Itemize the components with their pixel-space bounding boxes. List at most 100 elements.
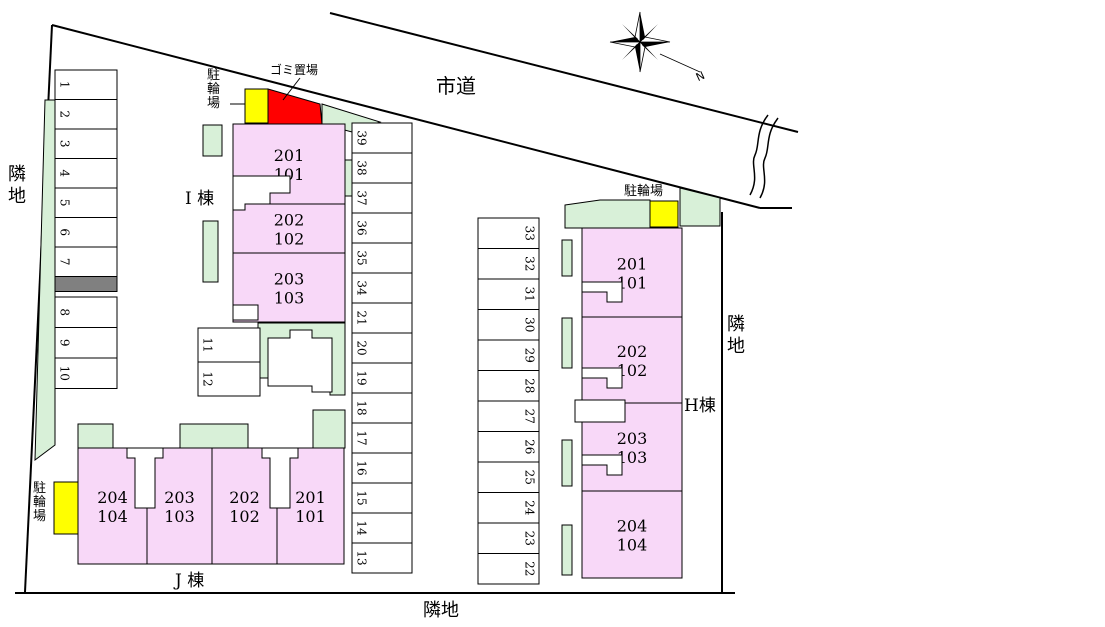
- parking-slot-number: 27: [523, 409, 537, 424]
- unit-upper-label: 201: [274, 146, 305, 165]
- parking-slot-number: 13: [355, 550, 369, 565]
- bike-parking-areas: [53, 88, 679, 535]
- parking-slot-number: 6: [58, 228, 72, 236]
- parking-slot: 39: [351, 122, 413, 154]
- unit-lower-label: 102: [274, 230, 305, 249]
- unit-upper-label: 203: [617, 429, 648, 448]
- parking-slot: 31: [477, 278, 540, 310]
- unit-upper-label: 204: [97, 488, 128, 507]
- parking-slot-number: 3: [58, 140, 72, 148]
- parking-slot-number: 38: [355, 160, 369, 175]
- parking-slot: 16: [351, 452, 413, 484]
- bike-label-j: 駐輪場: [33, 481, 46, 524]
- parking-slot-number: 17: [355, 430, 369, 445]
- unit-upper-label: 204: [617, 517, 648, 536]
- parking-slot-number: 35: [355, 250, 369, 265]
- unit-lower-label: 103: [617, 448, 648, 467]
- parking-slot: 4: [54, 158, 118, 189]
- parking-slot: 14: [351, 512, 413, 544]
- unit-lower-label: 102: [229, 507, 260, 526]
- parking-slot: 10: [54, 357, 118, 389]
- parking-slot-number: 5: [58, 199, 72, 207]
- parking-slot: 15: [351, 482, 413, 514]
- parking-slot-number: 28: [523, 378, 537, 393]
- neighbor-label-left: 隣地: [8, 164, 26, 207]
- unit-upper-label: 203: [164, 488, 195, 507]
- building-h-label: H棟: [684, 396, 716, 416]
- parking-slot-number: 4: [58, 169, 72, 177]
- compass-north-label: N: [694, 69, 707, 84]
- parking-small: 11 12: [197, 327, 261, 397]
- parking-slot: 37: [351, 182, 413, 214]
- unit-lower-label: 104: [97, 507, 128, 526]
- parking-slot-number: 18: [355, 400, 369, 415]
- parking-slot: 9: [54, 327, 118, 359]
- parking-slot: 28: [477, 370, 540, 402]
- unit-lower-label: 101: [617, 274, 648, 293]
- parking-slot: 21: [351, 302, 413, 334]
- parking-slot-number: 20: [355, 340, 369, 355]
- parking-slot: 19: [351, 362, 413, 394]
- svg-text:隣地: 隣地: [727, 314, 745, 357]
- parking-slot-number: 12: [201, 371, 215, 386]
- building-j-label: J 棟: [173, 571, 204, 591]
- parking-slot: 20: [351, 332, 413, 364]
- parking-slot-number: 31: [523, 287, 537, 302]
- parking-slot-number: 7: [58, 258, 72, 266]
- parking-slot: 3: [54, 128, 118, 159]
- parking-slot-number: 36: [355, 220, 369, 235]
- parking-slot: 11: [197, 327, 261, 363]
- building-i-label: I 棟: [185, 189, 214, 209]
- parking-slot-number: 11: [201, 337, 215, 352]
- parking-slot: 27: [477, 400, 540, 432]
- parking-slot: 35: [351, 242, 413, 274]
- parking-slot-number: 24: [523, 500, 537, 516]
- svg-text:駐輪場: 駐輪場: [33, 481, 46, 524]
- parking-slot-number: 21: [355, 310, 369, 325]
- parking-slot-number: 15: [355, 490, 369, 505]
- parking-slot-number: 1: [58, 81, 72, 89]
- unit-upper-label: 202: [274, 211, 305, 230]
- parking-slot-number: 19: [355, 370, 369, 385]
- parking-slot: 1: [54, 69, 118, 100]
- parking-slot: 8: [54, 296, 118, 328]
- unit-lower-label: 101: [295, 507, 326, 526]
- parking-slot: 6: [54, 217, 118, 248]
- parking-slot: 34: [351, 272, 413, 304]
- garbage-label: ゴミ置場: [270, 62, 318, 77]
- parking-slot: 5: [54, 187, 118, 218]
- parking-slot: 22: [477, 553, 540, 585]
- property-boundary: [15, 12, 799, 594]
- unit-upper-label: 201: [295, 488, 326, 507]
- garbage-area: [267, 88, 323, 125]
- parking-slot-number: 2: [58, 110, 72, 118]
- parking-slot: 24: [477, 492, 540, 524]
- i-courtyard-walk: [267, 329, 333, 393]
- svg-text:隣地: 隣地: [8, 164, 26, 207]
- city-road-label: 市道: [436, 74, 476, 98]
- unit-lower-label: 102: [617, 361, 648, 380]
- unit-upper-label: 203: [274, 270, 305, 289]
- parking-slot-number: 16: [355, 460, 369, 475]
- parking-slot-number: 30: [523, 317, 537, 332]
- unit-upper-label: 202: [617, 342, 648, 361]
- parking-slot: 2: [54, 99, 118, 130]
- parking-slot-number: 22: [523, 561, 537, 576]
- parking-slot-number: 23: [523, 531, 537, 546]
- unit-lower-label: 104: [617, 536, 648, 555]
- svg-text:駐輪場: 駐輪場: [207, 68, 220, 111]
- parking-slot: 30: [477, 309, 540, 341]
- unit-lower-label: 103: [274, 289, 305, 308]
- bike-label-i: 駐輪場: [207, 68, 220, 111]
- parking-slot-number: 14: [355, 520, 369, 536]
- unit-lower-label: 103: [164, 507, 195, 526]
- parking-slot: 12: [197, 361, 261, 397]
- bike-label-h: 駐輪場: [624, 183, 663, 199]
